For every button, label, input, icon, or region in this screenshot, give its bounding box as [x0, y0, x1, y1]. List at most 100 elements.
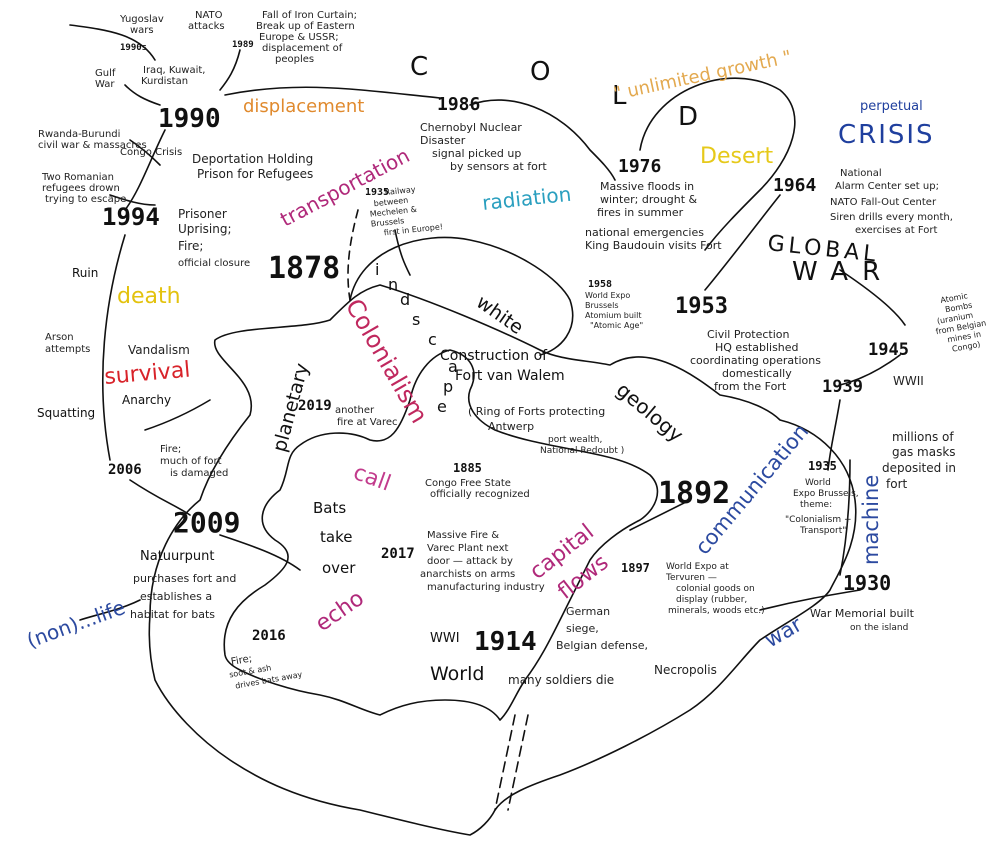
link-1994-2006 [102, 234, 126, 461]
link-1990-1994 [124, 129, 166, 211]
note-line: on the island [850, 623, 908, 633]
note-line: another [335, 405, 375, 416]
note-line: Siren drills every month, [830, 212, 953, 223]
note-line: Yugoslav [119, 14, 164, 25]
note-line: "Atomic Age" [590, 321, 643, 330]
world-label: World [430, 663, 484, 685]
mindscape-letters: i n d s c a p e [375, 260, 458, 416]
year-1935-railway: 1935 [365, 187, 389, 198]
note-line: Massive Fire & [427, 530, 499, 541]
link-nonlife [79, 599, 141, 621]
note-wwi: WWI [430, 631, 460, 646]
radiation-label: radiation [481, 182, 572, 215]
note-line: colonial goods on [676, 584, 755, 594]
note-line: gas masks [892, 445, 956, 459]
note-line: Brussels [370, 216, 404, 228]
year-1885: 1885 [453, 461, 482, 475]
note-line: Gulf [95, 68, 116, 79]
note-line: Expo Brussels, [793, 489, 859, 499]
year-1986: 1986 [437, 94, 480, 115]
note-line: Break up of Eastern [256, 21, 355, 32]
mind-letter-7: p [443, 377, 453, 396]
note-line: King Baudouin visits Fort [585, 239, 722, 252]
mind-letter-2: n [388, 275, 398, 294]
note-alarm-center: National Alarm Center set up; NATO Fall-… [830, 168, 953, 236]
note-line: Natuurpunt [140, 549, 214, 564]
note-line: national emergencies [585, 226, 704, 239]
bridge-line-left [494, 714, 516, 811]
note-line: Arson [45, 332, 74, 343]
note-line: door — attack by [427, 556, 513, 567]
year-1892: 1892 [658, 476, 730, 511]
note-line: German [566, 605, 610, 618]
note-line: Uprising; [178, 222, 232, 236]
note-nato-attacks: NATO attacks [188, 10, 225, 32]
link-1939-1935 [827, 399, 841, 471]
note-line: millions of [892, 430, 954, 444]
link-survival [144, 399, 211, 431]
year-1958: 1958 [588, 279, 612, 290]
note-railway: Railway between Mechelen & Brussels firs… [369, 185, 443, 238]
cold-letter-c: C [410, 52, 428, 82]
note-line: Rwanda-Burundi [38, 129, 120, 140]
note-line: theme: [800, 500, 832, 510]
note-prisoner: Prisoner Uprising; Fire; official closur… [178, 207, 250, 269]
note-line: signal picked up [432, 147, 521, 160]
note-line: manufacturing industry [427, 582, 545, 593]
note-line: Two Romanian [41, 172, 114, 183]
inner-fort-outline [223, 349, 659, 721]
displacement-label: displacement [243, 96, 364, 117]
note-line: domestically [722, 367, 792, 380]
note-necropolis: Necropolis [654, 663, 717, 677]
note-line: refugees drown [42, 183, 120, 194]
note-german-siege: German siege, Belgian defense, [556, 605, 648, 652]
year-1990: 1990 [158, 104, 221, 134]
note-iron-curtain: Fall of Iron Curtain; Break up of Easter… [256, 10, 357, 65]
note-natuurpunt: Natuurpunt purchases fort and establishe… [130, 549, 236, 621]
note-line: wars [130, 25, 154, 36]
call-label: call [350, 460, 394, 496]
note-line: Disaster [420, 134, 466, 147]
link-2006-2009 [129, 479, 191, 516]
geology-label: geology [612, 377, 688, 447]
note-line: Kurdistan [141, 76, 188, 87]
mind-letter-4: s [412, 310, 420, 329]
notes: Yugoslav wars NATO attacks Fall of Iron … [38, 10, 987, 691]
note-line: War [95, 79, 115, 90]
note-line: Congo Free State [425, 478, 511, 489]
year-2006: 2006 [108, 462, 142, 478]
note-line: civil war & massacres [38, 140, 147, 151]
mind-letter-3: d [400, 290, 410, 309]
bats-take-over: Bats take over [313, 499, 356, 577]
note-line: fort [886, 477, 908, 491]
note-line: officially recognized [430, 489, 530, 500]
year-1976: 1976 [618, 156, 661, 177]
note-romanian: Two Romanian refugees drown trying to es… [41, 172, 126, 205]
note-ring-forts: ( Ring of Forts protecting Antwerp [468, 405, 605, 433]
mind-letter-1: i [375, 260, 379, 279]
note-line: coordinating operations [690, 354, 821, 367]
note-line: NATO Fall-Out Center [830, 197, 937, 208]
link-1986-1976 [469, 99, 616, 181]
route-dashed [347, 209, 359, 301]
note-line: NATO [195, 10, 223, 21]
years: 1990 1986 1976 1964 1994 1878 1958 1953 … [102, 40, 909, 657]
note-line: minerals, woods etc.) [668, 606, 765, 616]
link-yugoslav [69, 24, 156, 61]
note-line: Fall of Iron Curtain; [262, 10, 357, 21]
year-1930: 1930 [843, 571, 891, 595]
note-line: Iraq, Kuwait, [143, 65, 205, 76]
note-line: Deportation Holding [192, 152, 313, 166]
note-line: Massive floods in [600, 180, 694, 193]
note-gas-masks: millions of gas masks deposited in fort [882, 430, 956, 491]
note-floods: Massive floods in winter; drought & fire… [585, 180, 722, 252]
note-line: "Colonialism + [785, 515, 852, 525]
note-line: Prison for Refugees [197, 167, 313, 181]
note-line: winter; drought & [600, 193, 698, 206]
mind-letter-6: a [448, 357, 458, 376]
note-line: displacement of [262, 43, 343, 54]
over-word: over [322, 559, 356, 577]
note-line: ( Ring of Forts protecting [468, 405, 605, 418]
note-expo58: World Expo Brussels Atomium built "Atomi… [585, 291, 643, 330]
